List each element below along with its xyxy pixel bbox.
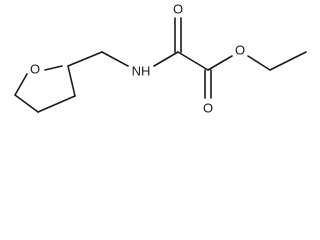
bond-ring-c4-o — [14, 73, 28, 96]
structural-formula: O NH O O O — [14, 2, 307, 116]
ester-carbonyl-oxygen-label: O — [203, 101, 213, 116]
ring-oxygen-label: O — [30, 62, 40, 77]
bond-ring-c1-c2 — [67, 65, 76, 97]
tetrahydrofuran-ring — [14, 65, 76, 113]
bond-amide-c-to-ester-c — [177, 51, 209, 71]
amide-nitrogen-label: NH — [132, 64, 151, 79]
side-chain — [67, 17, 307, 99]
bond-nh-to-amide-c — [153, 51, 179, 67]
bond-ring-c2-c3 — [37, 95, 76, 113]
bond-ester-c-to-ester-o — [207, 55, 233, 71]
bond-ch2-to-ch3 — [269, 51, 307, 71]
bond-ring-c3-c4 — [14, 94, 39, 113]
bond-ring-o-c1 — [44, 65, 63, 71]
ester-oxygen-label: O — [235, 43, 245, 58]
bond-ring-to-ch2 — [67, 51, 103, 67]
bond-ch2-to-nh — [101, 51, 129, 67]
bond-ester-o-to-ch2 — [247, 55, 271, 71]
ketone-oxygen-label: O — [173, 2, 183, 17]
